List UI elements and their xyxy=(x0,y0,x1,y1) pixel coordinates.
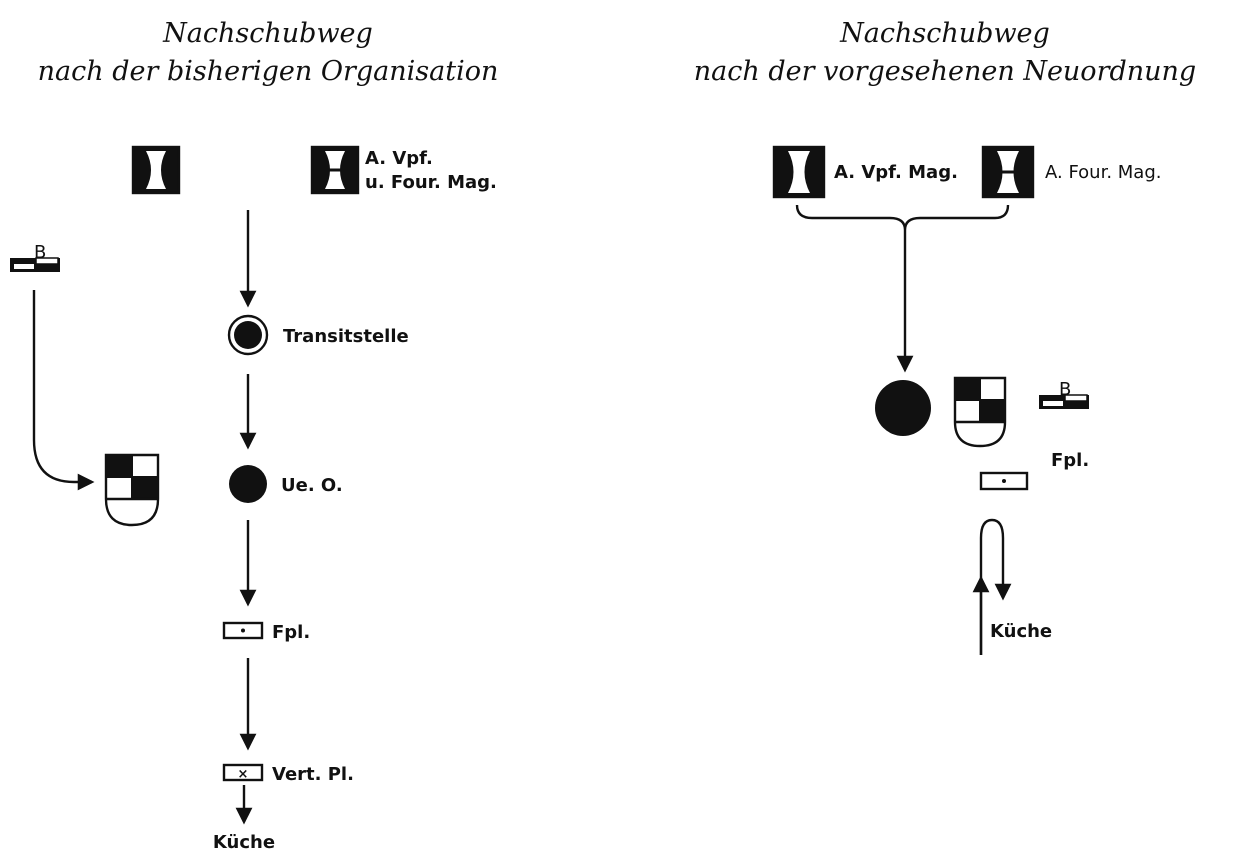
left-panel: Nachschubweg nach der bisherigen Organis… xyxy=(10,18,498,853)
ueo-circle-icon xyxy=(229,465,267,503)
distribution-point-icon: × xyxy=(222,763,264,782)
magazine-icon xyxy=(131,145,181,195)
svg-text:×: × xyxy=(238,767,249,782)
vertpl-label: Vert. Pl. xyxy=(272,764,354,785)
left-title-line1: Nachschubweg xyxy=(162,18,373,49)
magazine-label-line2: u. Four. Mag. xyxy=(365,172,497,193)
right-panel: Nachschubweg nach der vorgesehenen Neuor… xyxy=(694,18,1196,655)
left-kitchen-label: Küche xyxy=(213,832,275,853)
vpf-magazine-icon xyxy=(772,145,826,199)
vpf-mag-label: A. Vpf. Mag. xyxy=(834,162,958,183)
transit-station-icon xyxy=(227,314,269,356)
field-post-icon xyxy=(222,621,264,640)
railway-station-icon: B xyxy=(10,242,60,272)
merge-brace xyxy=(795,204,1010,231)
right-fpl-label: Fpl. xyxy=(1051,450,1089,471)
right-kitchen-label: Küche xyxy=(990,621,1052,642)
ueo-label: Ue. O. xyxy=(281,475,343,496)
four-mag-label: A. Four. Mag. xyxy=(1045,162,1161,183)
railway-to-troop-arrow xyxy=(32,290,95,491)
ueo-circle-icon-right xyxy=(875,380,931,436)
right-title-line2: nach der vorgesehenen Neuordnung xyxy=(694,56,1196,87)
fpl-label: Fpl. xyxy=(272,622,310,643)
four-magazine-icon xyxy=(981,145,1035,199)
right-title-line1: Nachschubweg xyxy=(839,18,1050,49)
magazine-four-icon xyxy=(310,145,360,195)
transit-label: Transitstelle xyxy=(283,326,409,347)
kitchen-loop-arrow-down xyxy=(979,518,1012,655)
left-title-line2: nach der bisherigen Organisation xyxy=(38,56,499,87)
troop-shield-icon-right xyxy=(953,376,1007,448)
railway-station-icon-right: B xyxy=(1039,379,1089,409)
troop-shield-icon xyxy=(104,453,160,527)
magazine-label-line1: A. Vpf. xyxy=(365,148,433,169)
field-post-icon-right xyxy=(979,471,1029,491)
